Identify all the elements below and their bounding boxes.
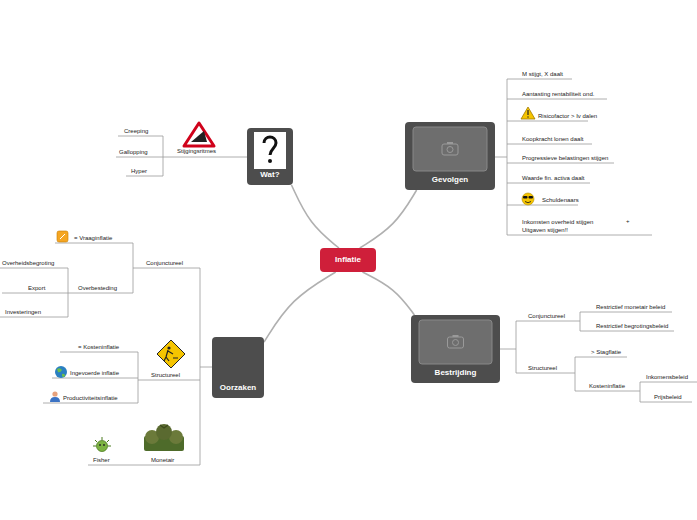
topic-title: Inflatie [335,255,361,265]
branch-label: Conjunctureel [528,312,565,320]
branch-label: Conjunctureel [146,259,183,267]
globe-icon [55,366,67,378]
camera-icon [453,340,459,346]
warning-icon [521,107,535,119]
branch-label: > Stagflatie [591,348,621,356]
branch-label: Restrictief monetair beleid [596,303,665,311]
topic-box: Oorzaken [212,337,264,398]
branch-label: Waarde fin. activa daalt [522,174,584,182]
branch-label: Productiviteitsinflatie [63,394,118,402]
camera-icon [448,337,464,348]
worker-sign-icon [164,350,178,361]
person-icon [50,391,60,402]
fisher-icon [99,444,101,446]
image-placeholder [413,127,487,171]
money-bags-icon [156,424,172,440]
branch-label: Inkomensbeleid [646,373,688,381]
branch-label: M stijgt, X daalt [522,70,563,78]
topic-title: Bestrijding [435,368,477,378]
branch-label: Progressieve belastingen stijgen [522,154,608,162]
camera-icon [447,142,453,144]
branch-label: Monetair [151,456,174,464]
camera-icon [442,144,458,155]
branch-label: Schuldenaars [542,196,579,204]
central-topic-box: Inflatie [320,248,376,272]
orange-icon [57,231,68,242]
branch-label: Prijsbeleid [654,393,682,401]
branch-label: = Vraaginflatie [74,234,112,242]
road-warning-icon [184,123,214,146]
sunglasses-smiley-icon [522,193,534,205]
branch-label: Gallopping [119,148,148,156]
branch-label: Hyper [131,167,147,175]
globe-icon [57,368,65,377]
warning-icon [521,107,535,119]
worker-sign-icon [157,340,185,368]
branch-connector [360,190,417,248]
branch-connector [264,272,336,342]
sunglasses-smiley-icon [529,196,534,199]
sunglasses-smiley-icon [525,202,531,203]
camera-icon [453,335,459,337]
branch-label: Ingevoerde inflatie [70,369,119,377]
fisher-icon [103,444,105,446]
branch-label: Overbesteding [78,284,117,292]
topic-title: Oorzaken [220,383,256,393]
money-bags-icon [160,425,168,428]
warning-icon [527,116,528,117]
leader-lines [500,312,697,402]
person-icon [50,397,60,402]
leader-lines [0,243,212,465]
question-mark-icon [264,137,276,155]
orange-icon [57,231,68,242]
worker-sign-icon [167,346,170,349]
branch-label: Investeringen [5,308,41,316]
leader-lines [0,79,697,465]
fisher-icon [93,437,111,452]
question-mark-icon [268,159,272,163]
camera-icon [447,147,453,153]
road-warning-icon [191,131,207,142]
branch-label: + [626,217,630,225]
sunglasses-smiley-icon [522,193,534,205]
worker-sign-icon [157,340,185,368]
road-warning-icon [184,123,214,146]
warning-icon [527,110,528,115]
topic-title: Wat? [260,170,279,180]
leader-lines [495,79,652,235]
branch-label: Restrictief begrotingsbeleid [596,322,668,330]
money-bags-icon [144,424,184,451]
branch-label: Structureel [151,371,180,379]
topic-box: Bestrijding [411,315,500,383]
branch-label: Risicofactor > Iv dalen [538,112,597,120]
question-card [254,132,286,169]
fisher-icon [97,441,108,452]
branch-label: Stijgingsritmes [177,147,216,155]
branch-label: Structureel [528,364,557,372]
branch-connector [362,272,414,315]
branch-connector [291,185,338,248]
sunglasses-smiley-icon [523,196,528,199]
branch-label: Export [28,284,45,292]
branch-label: Kosteninflatie [589,382,625,390]
branch-label: Inkomsten overheid stijgen Uitgaven stij… [522,218,606,234]
branch-label: Aantasting rentabiliteit ond. [522,90,594,98]
topic-box: Gevolgen [405,122,495,190]
image-placeholder [419,320,492,364]
orange-icon [60,234,65,239]
topic-title: Gevolgen [432,175,468,185]
branch-label: = Kosteninflatie [78,343,119,351]
branch-label: Overheidsbegroting [2,259,54,267]
topic-box: Wat? [247,128,293,185]
person-icon [52,391,57,396]
leader-lines [116,136,247,176]
branch-label: Koopkracht lonen daalt [522,135,583,143]
fisher-icon [93,437,111,446]
globe-icon [55,366,67,378]
branch-label: Fisher [93,456,110,464]
branch-label: Creeping [124,127,148,135]
